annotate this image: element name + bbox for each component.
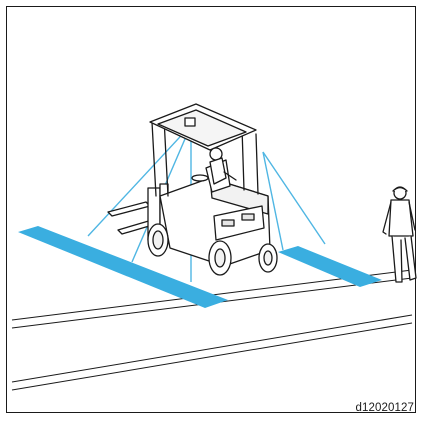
forklift-icon: [108, 104, 277, 275]
right-warning-zone: [278, 246, 382, 287]
pedestrian-icon: [383, 187, 416, 282]
floor-lines: [12, 270, 412, 390]
figure-code: d12020127: [356, 402, 414, 414]
warning-light-icon: [185, 118, 195, 126]
